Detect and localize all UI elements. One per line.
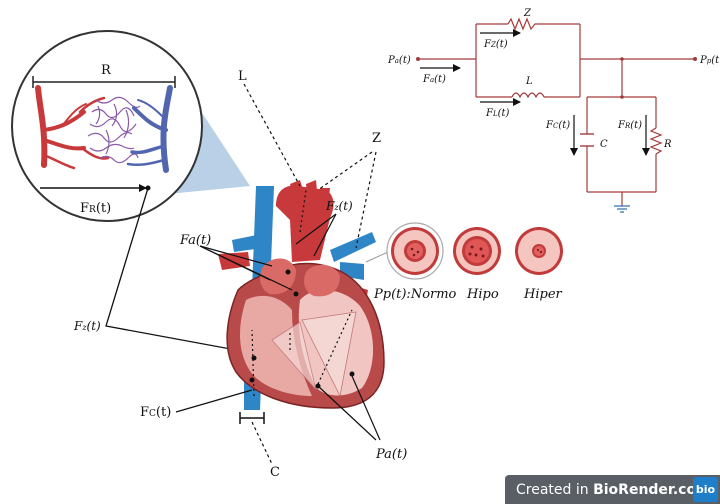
windkessel-circuit [418, 17, 695, 206]
biorender-logo-icon: bio [693, 477, 718, 502]
right-ventricle [240, 295, 312, 396]
heart-illustration [218, 180, 385, 410]
r-resistor [649, 127, 663, 155]
z-resistor [507, 17, 538, 31]
pp-normo-label: Pp(t):Normo [373, 287, 457, 302]
vessel-hipo [453, 227, 501, 275]
r-label: R [101, 63, 112, 78]
pp-terminal [693, 57, 697, 61]
vessel-cross-sections [365, 222, 563, 280]
pa-terminal [416, 57, 420, 61]
pp-hiper-label: Hiper [523, 287, 563, 302]
venule-network [126, 85, 173, 173]
arteriole-network [35, 85, 110, 170]
fz-heart-label: Fz(t) [325, 199, 353, 213]
leader-lines [175, 83, 381, 465]
vessel-normo [391, 227, 439, 275]
right-atrium [260, 258, 296, 295]
microcirculation-inset [11, 30, 203, 222]
circuit-fr-label: FR(t) [617, 120, 642, 131]
circuit-pp-label: Pp(t [699, 55, 720, 66]
pulmonary-artery-right [330, 232, 376, 262]
circuit-fl-label: FL(t) [485, 108, 510, 119]
fz-left-label: Fz(t) [73, 319, 101, 333]
biorender-watermark[interactable]: Created in BioRender.com bio [505, 475, 720, 504]
pa-label: Pa(t) [375, 447, 407, 462]
vessel-hiper [515, 227, 563, 275]
watermark-text: Created in BioRender.com [516, 481, 711, 498]
circuit-fc-label: FC(t) [545, 120, 570, 131]
pp-hipo-label: Hipo [466, 287, 499, 302]
circuit-fa-label: Fa(t) [422, 74, 446, 85]
z-label: Z [372, 131, 381, 146]
circuit-c-label: C [600, 139, 608, 150]
left-atrium [304, 264, 340, 297]
circuit-z-label: Z [523, 8, 532, 19]
l-label: L [238, 69, 247, 84]
circuit-l-label: L [525, 76, 533, 87]
fa-label: Fa(t) [179, 233, 211, 248]
c-label: C [270, 465, 280, 480]
circuit-r-label: R [663, 139, 672, 150]
circuit-extras [416, 29, 697, 213]
circuit-fz-label: FZ(t) [483, 39, 508, 50]
l-inductor [511, 92, 545, 99]
pulmonary-vein-left [232, 234, 262, 252]
fr-label: FR(t) [80, 201, 111, 216]
fc-label: FC(t) [140, 405, 171, 420]
circuit-pa-label: Pa(t) [387, 55, 411, 66]
